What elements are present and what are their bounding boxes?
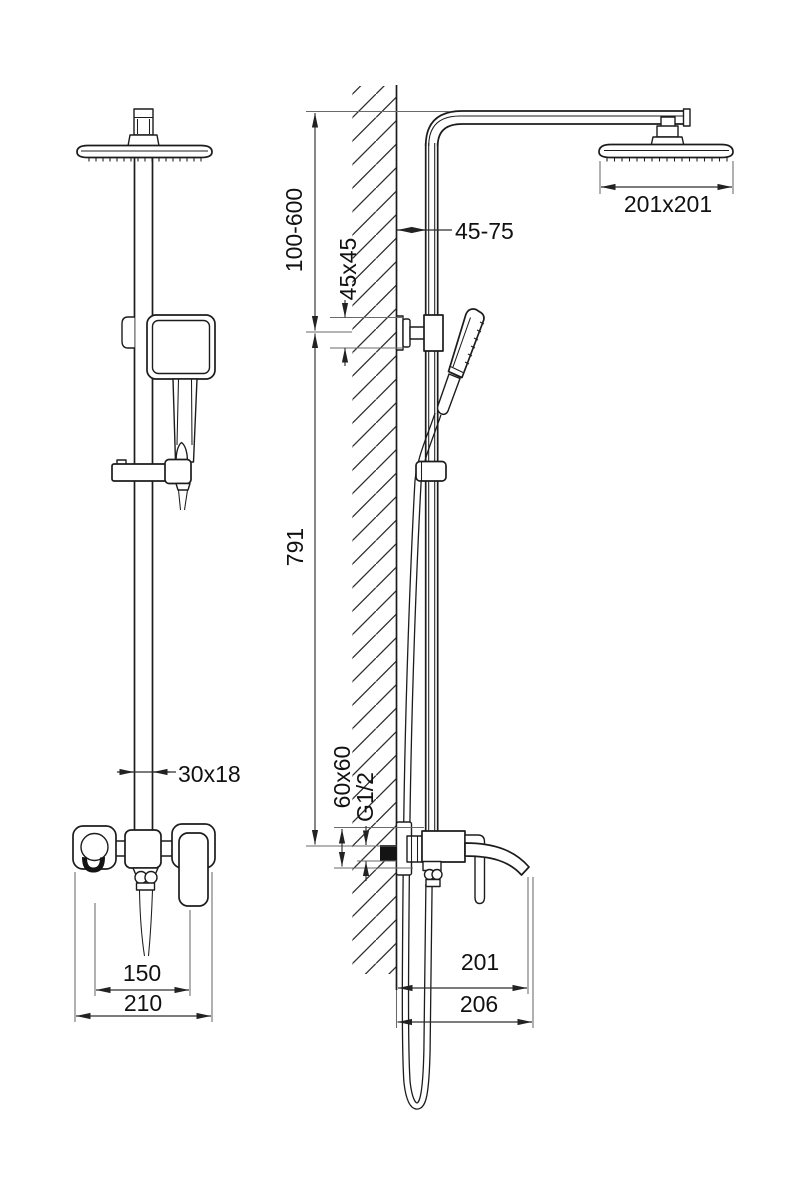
wall-section (352, 85, 398, 990)
side-spout (464, 842, 530, 876)
wall-hatching (352, 86, 396, 974)
dim-g12-label: G1/2 (352, 772, 378, 822)
side-mixer-valve (380, 821, 530, 905)
front-mixer-handle (178, 832, 209, 907)
dim-height-adjust: 100-600 (281, 110, 450, 333)
front-spout-tip (82, 857, 105, 873)
side-rain-shower-head (598, 116, 734, 162)
front-handle-cone (175, 441, 189, 464)
dim-45-75-label: 45-75 (455, 218, 514, 244)
front-hose (177, 489, 189, 511)
dim-spout-overall: 206 (395, 877, 534, 1028)
dim-spout-handle-span: 150 (94, 903, 191, 996)
front-spout (80, 832, 109, 862)
front-mixer-body (124, 829, 162, 869)
dim-spout-reach: 201 (398, 877, 529, 994)
dim-column-profile-label: 30x18 (178, 761, 241, 787)
dim-head-size: 201x201 (599, 161, 734, 217)
dim-210-label: 210 (124, 990, 162, 1016)
front-hand-shower-handle (172, 378, 198, 463)
front-shower-column (133, 157, 154, 831)
front-mixer-hose (138, 889, 154, 957)
dim-201x201-label: 201x201 (624, 191, 712, 217)
dim-45x45-label: 45x45 (335, 238, 361, 301)
dim-100-600-label: 100-600 (281, 188, 307, 272)
side-view: 100-600 45x45 45-75 201x201 (281, 85, 734, 1110)
side-wall-bracket (395, 314, 444, 352)
side-hose (401, 412, 442, 1110)
dim-201-label: 201 (461, 949, 499, 975)
front-slide-holder (111, 458, 192, 511)
dim-206-label: 206 (460, 991, 498, 1017)
dim-column-profile: 30x18 (117, 761, 241, 787)
side-head-nozzle-ticks (606, 157, 728, 162)
side-hand-shower (436, 308, 485, 416)
side-mixer-body (421, 830, 466, 863)
dim-wall-clearance: 45-75 (396, 218, 514, 244)
front-head-nozzle-ticks (88, 157, 202, 162)
dim-valve-plate: 60x60 (329, 746, 424, 869)
front-mixer-valve (72, 823, 216, 957)
front-hand-shower (146, 314, 216, 464)
side-overhead-arm (424, 108, 691, 147)
front-view: 30x18 150 210 (72, 108, 241, 1022)
side-inlet-g12 (380, 845, 397, 861)
dim-791-label: 791 (282, 528, 308, 566)
dim-60x60-label: 60x60 (329, 746, 355, 809)
front-rain-shower-head (76, 108, 213, 162)
dim-150-label: 150 (123, 960, 161, 986)
side-slider-ring (415, 460, 447, 482)
dim-inlet-thread: G1/2 (352, 772, 397, 881)
dim-valve-overall-width: 210 (74, 872, 213, 1022)
dim-bracket-size: 45x45 (330, 238, 404, 366)
dim-column-height: 791 (282, 333, 397, 847)
front-slider-clamp (121, 316, 135, 349)
side-shower-column (424, 143, 439, 833)
